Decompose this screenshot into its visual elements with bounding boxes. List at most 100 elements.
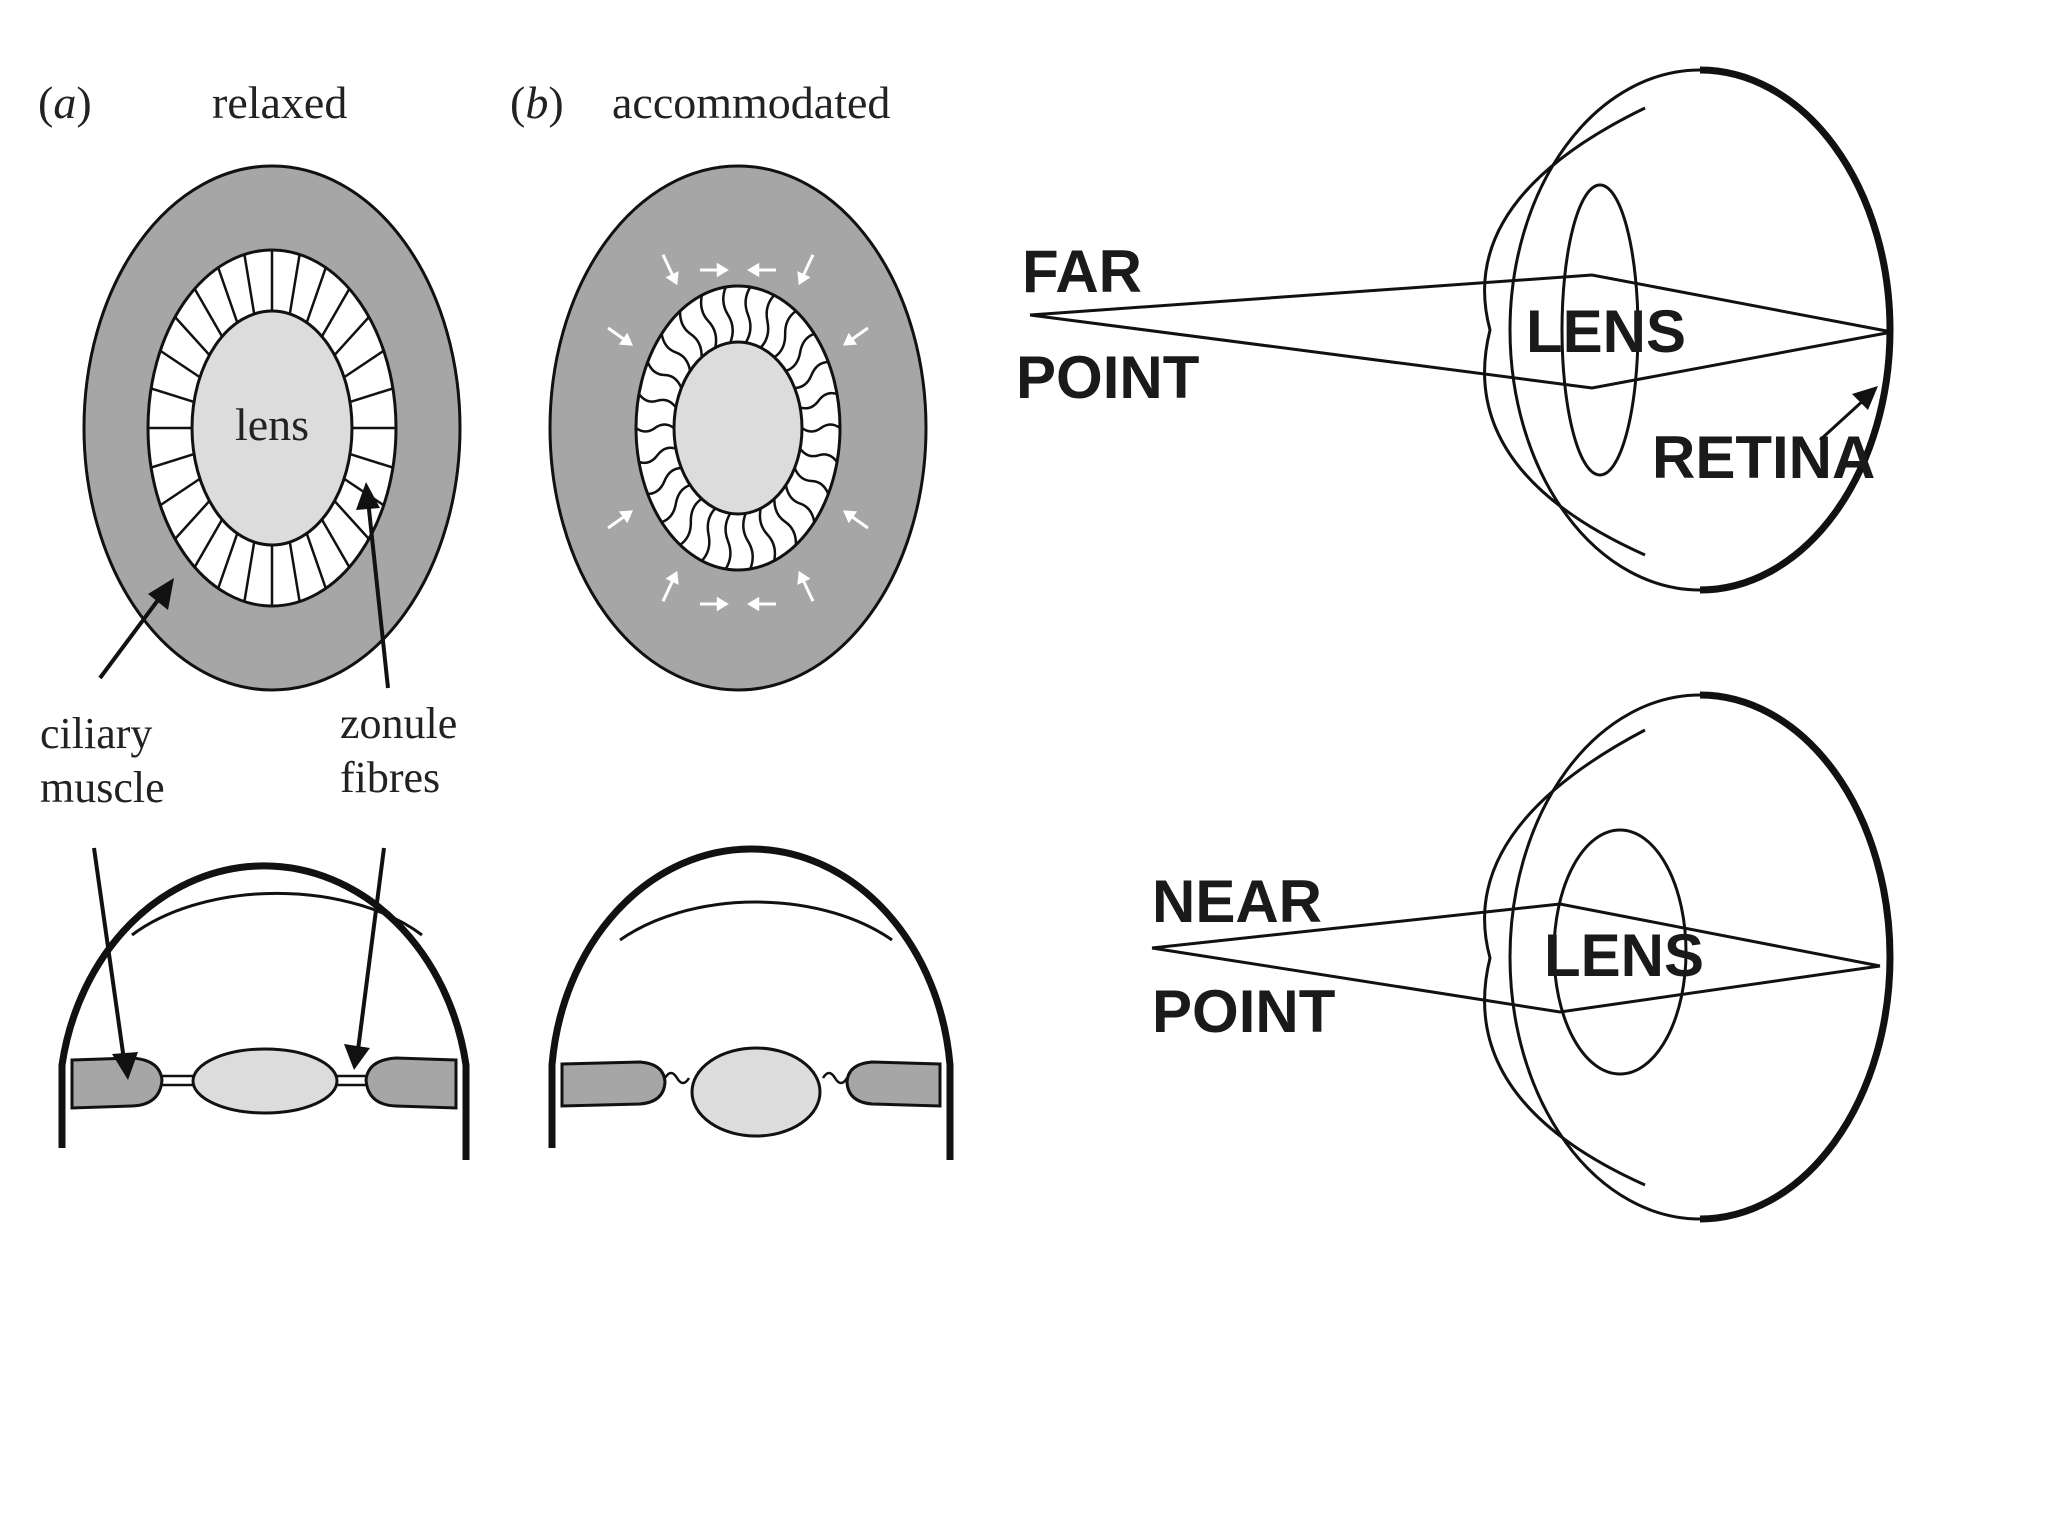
contraction-arrowhead xyxy=(665,570,679,585)
ciliary-muscle-label-1: ciliary xyxy=(40,709,152,758)
retina-pointer xyxy=(1818,396,1868,442)
eye-wall-section-accommodated xyxy=(548,845,954,1160)
zonule-spoke xyxy=(288,254,301,315)
zonule-fibre-wavy xyxy=(638,446,677,465)
near-lens-label: LENS xyxy=(1544,922,1704,989)
retina-label: RETINA xyxy=(1652,424,1875,491)
contraction-arrowhead xyxy=(716,596,729,612)
far-ray-bottom xyxy=(1029,313,1893,390)
eye-wall-section-relaxed xyxy=(58,862,470,1160)
near-point-label: POINT xyxy=(1152,978,1335,1045)
ciliary-muscle-right-relaxed xyxy=(364,1056,458,1110)
zonule-spoke xyxy=(305,533,327,589)
panel-a: (a) relaxed lens ciliary muscle zonule f… xyxy=(38,77,470,1160)
contraction-arrowhead xyxy=(843,332,858,346)
zonule-spoke xyxy=(243,254,256,315)
ciliary-pointer-line xyxy=(98,590,166,680)
zonule-right-slack xyxy=(821,1071,849,1085)
contraction-arrowhead xyxy=(747,596,760,612)
zonule-fibre-wavy xyxy=(661,483,691,524)
zonule-fibre-wavy xyxy=(773,498,798,545)
far-lens-label: LENS xyxy=(1526,298,1686,365)
zonule-spoke xyxy=(159,477,201,507)
ciliary-muscle-right-accommodated xyxy=(845,1060,942,1108)
zonule-fibre-wavy xyxy=(744,286,752,344)
zonule-fibre-wavy xyxy=(799,447,839,463)
contraction-arrowhead xyxy=(843,510,858,524)
contraction-arrowhead xyxy=(618,510,633,524)
far-point-label: POINT xyxy=(1016,344,1199,411)
cornea-inner-line-relaxed xyxy=(131,891,423,937)
near-label: NEAR xyxy=(1152,868,1322,935)
zonule-fibre-wavy xyxy=(794,360,829,390)
zonule-fibres-straight xyxy=(148,250,396,606)
near-ray-bottom xyxy=(1151,946,1881,1014)
zonule-arrowhead xyxy=(356,482,380,510)
contraction-arrows xyxy=(607,254,869,612)
zonule-fibre-wavy xyxy=(742,512,754,570)
ciliary-muscle-left-relaxed xyxy=(70,1056,164,1110)
zonule-pointer-line xyxy=(366,499,390,689)
zonule-fibre-wavy xyxy=(724,512,732,570)
zonule-section-arrowhead xyxy=(344,1044,370,1070)
zonule-spoke xyxy=(288,541,301,602)
zonule-spoke xyxy=(343,349,385,379)
zonule-spoke xyxy=(150,387,195,404)
zonule-spoke xyxy=(174,500,211,540)
contraction-arrowhead xyxy=(797,570,811,585)
near-cornea xyxy=(1483,728,1646,1187)
lens-front-relaxed xyxy=(190,309,354,547)
ciliary-muscle-left-accommodated xyxy=(560,1060,667,1108)
zonule-spoke xyxy=(305,267,327,323)
contraction-arrowhead xyxy=(618,332,633,346)
zonule-spoke xyxy=(243,541,256,602)
contraction-arrowhead xyxy=(716,262,729,278)
lens-side-accommodated-round xyxy=(690,1046,822,1138)
zonule-fibre-wavy xyxy=(646,361,683,389)
zonule-spoke xyxy=(320,518,351,568)
zonule-fibre-wavy xyxy=(784,484,816,523)
near-eye-globe-front xyxy=(1508,693,1701,1221)
zonule-spoke xyxy=(349,452,394,469)
retina-arrowhead xyxy=(1852,386,1878,410)
contraction-arrowhead xyxy=(665,271,679,286)
zonule-fibre-wavy xyxy=(793,467,830,495)
zonule-fibre-wavy xyxy=(678,311,703,358)
zonule-fibre-wavy xyxy=(660,333,692,372)
far-label: FAR xyxy=(1022,238,1142,305)
zonule-fibres-label-2: fibres xyxy=(340,753,440,802)
zonule-spoke xyxy=(349,387,394,404)
panel-b: (b) accommodated xyxy=(510,77,954,1160)
near-eye-globe-back xyxy=(1699,691,1894,1223)
ciliary-section-arrowhead xyxy=(112,1052,138,1080)
far-lens-thin xyxy=(1560,183,1640,477)
zonule-fibres-label-1: zonule xyxy=(340,699,457,748)
far-ray-top xyxy=(1029,273,1893,334)
zonule-spoke xyxy=(193,288,224,338)
zonule-fibre-wavy xyxy=(799,391,838,410)
zonule-fibre-wavy xyxy=(785,332,815,373)
far-point-eye: FAR POINT LENS RETINA xyxy=(1016,66,1894,594)
zonule-spoke xyxy=(320,288,351,338)
cornea-inner-line-accommodated xyxy=(619,900,893,942)
zonule-fibres-slack xyxy=(635,286,841,570)
zonule-fibre-wavy xyxy=(679,497,703,546)
zonule-fibre-wavy xyxy=(635,423,675,433)
zonule-fibre-wavy xyxy=(758,508,777,562)
panel-a-state-label: relaxed xyxy=(212,77,347,128)
zonule-spoke xyxy=(193,518,224,568)
lens-label: lens xyxy=(235,399,309,450)
zonule-fibre-wavy xyxy=(700,507,717,562)
contraction-arrowhead xyxy=(747,262,760,278)
zonule-spoke xyxy=(333,500,370,540)
contraction-arrowhead xyxy=(797,271,811,286)
near-lens-thick xyxy=(1552,828,1688,1076)
far-cornea xyxy=(1483,106,1646,557)
zonule-section-pointer xyxy=(356,847,386,1051)
lens-front-accommodated xyxy=(672,340,804,516)
zonule-fibre-wavy xyxy=(759,294,776,349)
zonule-fibre-wavy xyxy=(773,310,797,359)
ciliary-section-pointer xyxy=(92,847,126,1061)
far-eye-globe-front xyxy=(1508,68,1701,592)
